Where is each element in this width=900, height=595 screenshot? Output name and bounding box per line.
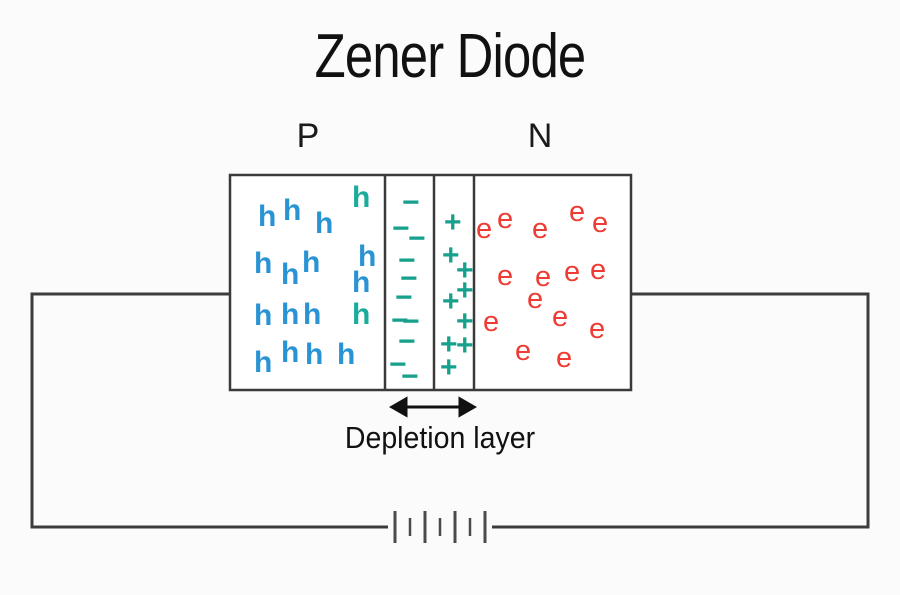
negative-ion-symbol: − — [395, 281, 413, 314]
arrow-head-left — [388, 396, 408, 418]
positive-ion-symbol: + — [456, 254, 474, 287]
negative-ion-symbol: − — [392, 212, 410, 245]
positive-ion-symbol: + — [456, 329, 474, 362]
label-n-region: N — [527, 117, 553, 155]
hole-symbol: h — [303, 298, 322, 331]
positive-ion-symbol: + — [444, 206, 462, 239]
junction-dividers — [383, 175, 476, 390]
negative-ion-symbol: − — [401, 360, 419, 393]
electron-symbol: e — [590, 254, 607, 286]
positive-ion-symbol: + — [442, 239, 460, 272]
negative-ion-symbol: − — [400, 262, 418, 295]
positive-ion-symbol: + — [440, 328, 458, 361]
double-arrow-icon — [388, 396, 478, 418]
hole-symbol: h — [352, 181, 371, 214]
negative-ion-symbol: − — [398, 244, 416, 277]
label-p-region: P — [296, 117, 320, 155]
electron-symbol: e — [589, 313, 606, 345]
electron-symbol: e — [527, 283, 544, 315]
positive-ion-symbol: + — [440, 351, 458, 384]
electron-symbol: e — [535, 261, 552, 293]
electron-symbol: e — [569, 196, 586, 228]
hole-symbol: h — [358, 240, 377, 273]
electron-symbol: e — [552, 301, 569, 333]
negative-ion-symbol: − — [402, 305, 420, 338]
negative-ion-symbol: − — [408, 222, 426, 255]
negative-ion-symbol: − — [398, 325, 416, 358]
depletion-layer-label: Depletion layer — [344, 420, 536, 455]
hole-symbol: h — [337, 338, 356, 371]
hole-symbol: h — [283, 194, 302, 227]
negative-ion-symbol: − — [391, 304, 409, 337]
electron-symbol: e — [497, 260, 514, 292]
diode-outline — [228, 173, 633, 392]
hole-symbol: h — [281, 298, 300, 331]
hole-symbol: h — [281, 336, 300, 369]
hole-symbol: h — [315, 207, 334, 240]
positive-ion-symbol: + — [442, 285, 460, 318]
electron-symbol: e — [532, 213, 549, 245]
hole-symbol: h — [254, 247, 273, 280]
positive-ion-symbol: + — [456, 274, 474, 307]
battery-icon — [388, 507, 492, 547]
hole-symbol: h — [302, 246, 321, 279]
electron-symbol: e — [483, 306, 500, 338]
negative-ion-symbol: − — [389, 348, 407, 381]
electron-symbol: e — [476, 213, 493, 245]
electron-symbol: e — [497, 203, 514, 235]
hole-symbol: h — [254, 299, 273, 332]
positive-ion-symbol: + — [456, 305, 474, 338]
electron-symbol: e — [515, 335, 532, 367]
hole-symbol: h — [281, 258, 300, 291]
hole-symbol: h — [254, 346, 273, 379]
hole-symbol: h — [352, 266, 371, 299]
hole-symbol: h — [352, 298, 371, 331]
electron-symbol: e — [564, 256, 581, 288]
electron-symbol: e — [592, 207, 609, 239]
hole-symbol: h — [305, 338, 324, 371]
page-title: Zener Diode — [314, 22, 587, 91]
diode-body — [228, 173, 633, 392]
electron-symbol: e — [556, 342, 573, 374]
negative-ion-symbol: − — [402, 186, 420, 219]
arrow-head-right — [458, 396, 478, 418]
hole-symbol: h — [258, 200, 277, 233]
